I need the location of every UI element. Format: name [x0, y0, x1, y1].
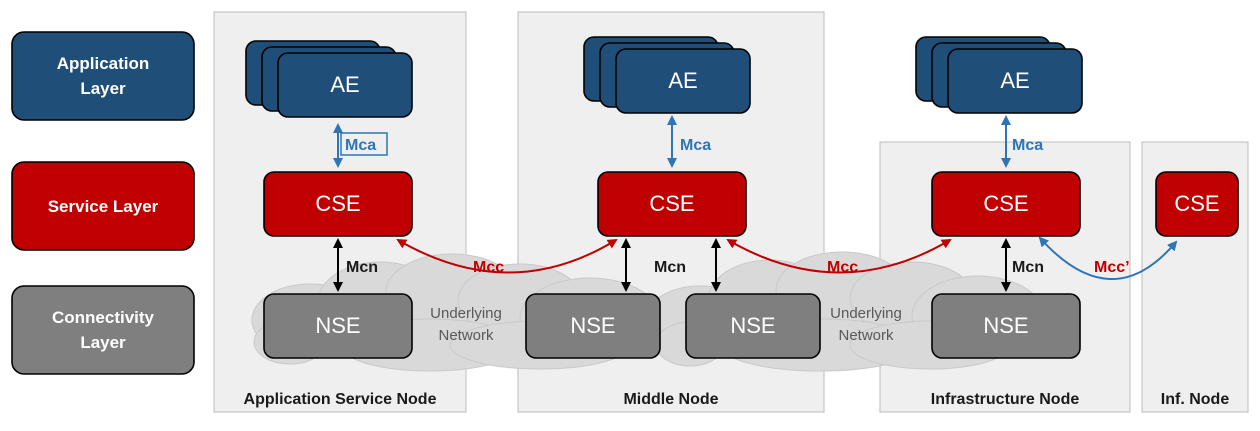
mca-label-middle-node: Mca — [680, 137, 711, 154]
nse-label: NSE — [315, 313, 360, 338]
ae-label: AE — [1000, 68, 1029, 93]
nse-application-service-node: NSE — [263, 293, 413, 359]
legend-connectivity-layer-line1: Connectivity — [52, 308, 155, 327]
legend-connectivity-layer: Connectivity Layer — [11, 285, 195, 375]
ae-label: AE — [330, 72, 359, 97]
legend-application-layer-line1: Application — [57, 54, 150, 73]
mcc-link-asn-to-middle — [396, 238, 618, 274]
mcc-prime-label: Mcc’ — [1094, 259, 1130, 276]
underlying-network-label-1-line2: Network — [438, 327, 494, 344]
underlying-network-label-2-line1: Underlying — [830, 305, 902, 322]
legend-application-layer-line2: Layer — [80, 79, 126, 98]
nse-middle-node-right: NSE — [685, 293, 821, 359]
ae-stack-middle-node: AE — [583, 36, 751, 114]
application-service-node-label: Application Service Node — [244, 391, 437, 408]
cse-label: CSE — [315, 191, 360, 216]
mcc-link-middle-to-infrastructure — [726, 238, 952, 274]
cse-label: CSE — [649, 191, 694, 216]
mcn-label-middle-node: Mcn — [654, 259, 686, 276]
cse-infrastructure-node: CSE — [931, 171, 1081, 237]
mcn-label-infrastructure-node: Mcn — [1012, 259, 1044, 276]
cse-label: CSE — [983, 191, 1028, 216]
middle-node-label: Middle Node — [623, 391, 718, 408]
ae-stack-infrastructure-node: AE — [915, 36, 1083, 114]
mcc-prime-link — [1038, 236, 1178, 280]
legend-service-layer: Service Layer — [11, 161, 195, 251]
inf-node-label: Inf. Node — [1161, 391, 1230, 408]
mcc-label-1: Mcc — [473, 259, 504, 276]
mcc-label-2: Mcc — [827, 259, 858, 276]
legend-service-layer-label: Service Layer — [48, 197, 159, 216]
mcn-label-application-service-node: Mcn — [346, 259, 378, 276]
mca-label-box — [340, 132, 388, 156]
underlying-network-label-1-line1: Underlying — [430, 305, 502, 322]
nse-middle-node-left: NSE — [525, 293, 661, 359]
ae-stack-application-service-node: AE — [245, 40, 413, 118]
nse-label: NSE — [730, 313, 775, 338]
cse-middle-node: CSE — [597, 171, 747, 237]
legend-application-layer: Application Layer — [11, 31, 195, 121]
mca-label-infrastructure-node: Mca — [1012, 137, 1043, 154]
nse-infrastructure-node: NSE — [931, 293, 1081, 359]
cse-application-service-node: CSE — [263, 171, 413, 237]
infrastructure-node-label: Infrastructure Node — [931, 391, 1080, 408]
ae-label: AE — [668, 68, 697, 93]
legend-connectivity-layer-line2: Layer — [80, 333, 126, 352]
mca-label-application-service-node: Mca — [345, 137, 376, 154]
underlying-network-label-2-line2: Network — [838, 327, 894, 344]
cse-label: CSE — [1174, 191, 1219, 216]
cse-inf-node: CSE — [1155, 171, 1239, 237]
nse-label: NSE — [570, 313, 615, 338]
nse-label: NSE — [983, 313, 1028, 338]
